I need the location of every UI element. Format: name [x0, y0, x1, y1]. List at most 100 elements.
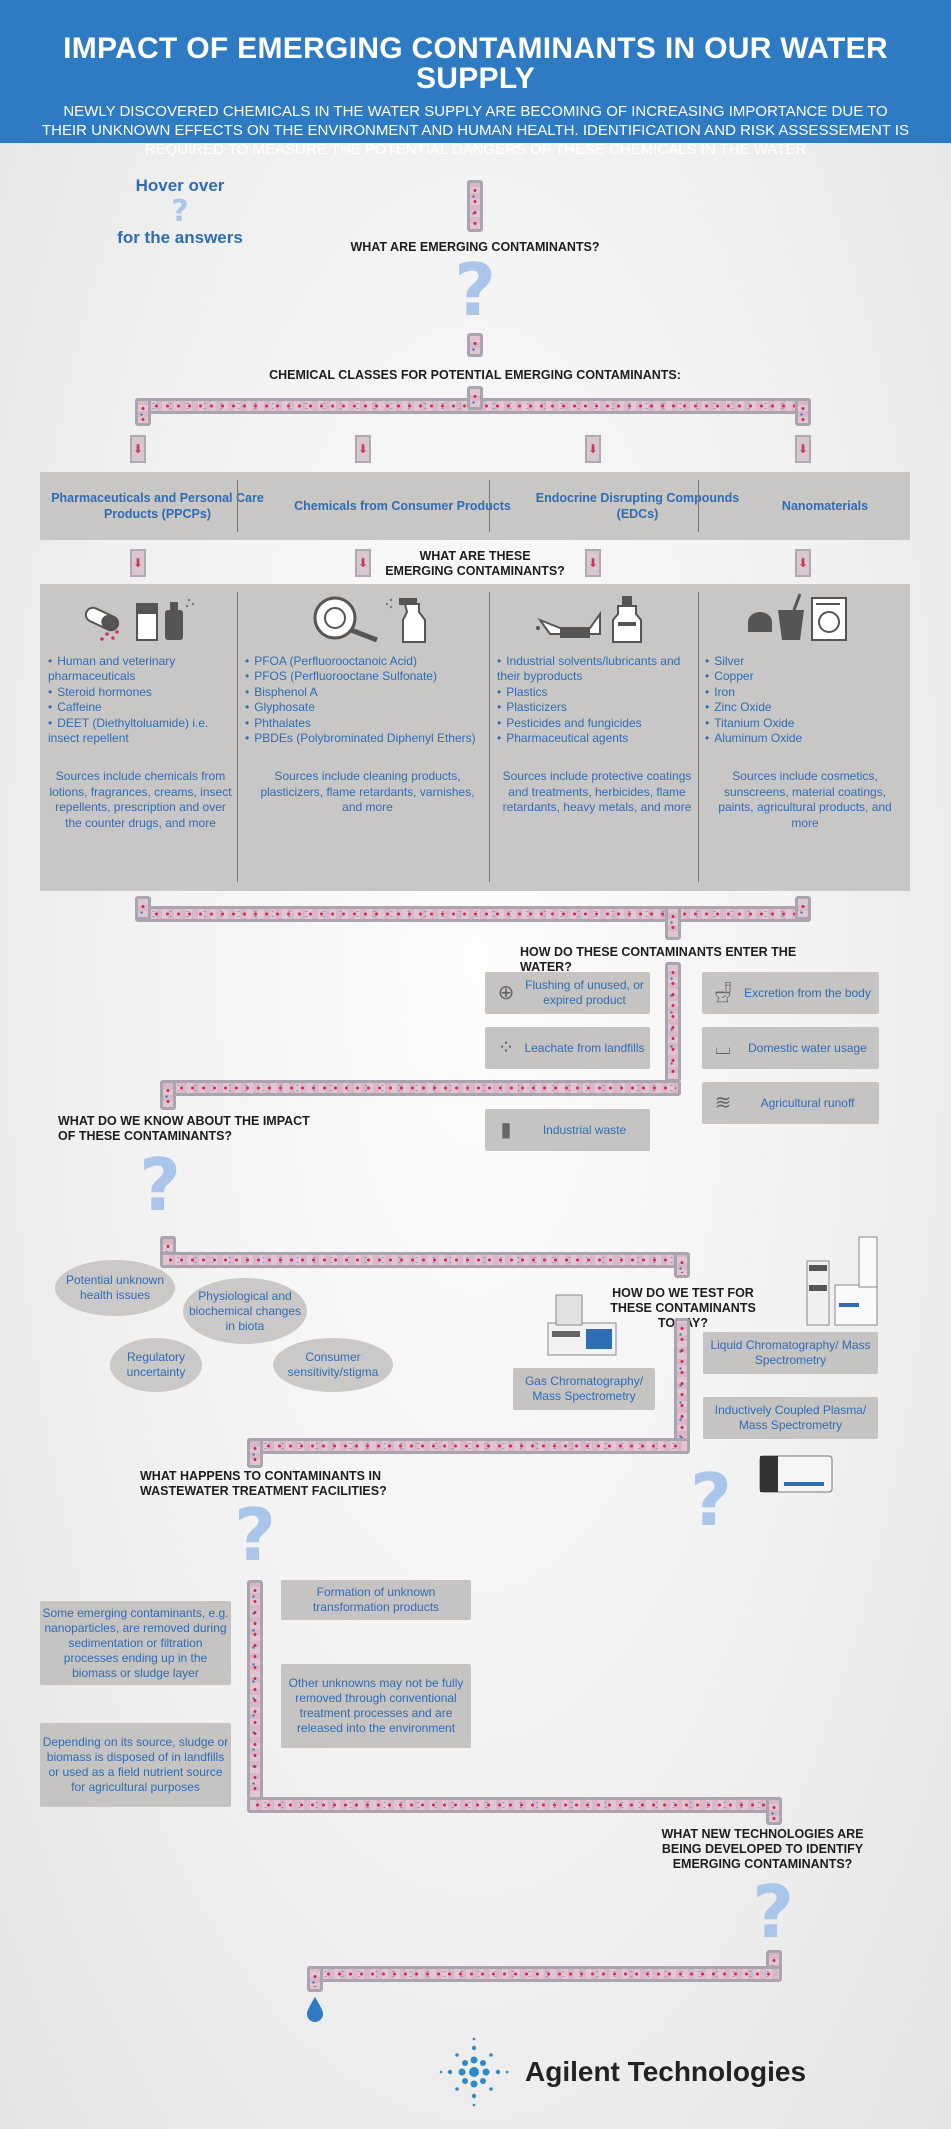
test-icpms[interactable]: Inductively Coupled Plasma/ Mass Spectro…: [703, 1397, 878, 1439]
category-consumer-products[interactable]: Chemicals from Consumer Products: [294, 499, 511, 513]
nanomaterials-list: Silver Copper Iron Zinc Oxide Titanium O…: [705, 654, 905, 746]
edcs-list: Industrial solvents/lubricants and their…: [497, 654, 692, 746]
flow-arrow-icon: ⬇: [585, 435, 601, 463]
list-item: Human and veterinary pharmaceuticals: [48, 654, 233, 685]
list-item: PFOS (Perfluorooctane Sulfonate): [245, 669, 485, 684]
route-agricultural[interactable]: ≋ Agricultural runoff: [702, 1082, 879, 1124]
header-banner: IMPACT OF EMERGING CONTAMINANTS IN OUR W…: [0, 0, 951, 158]
pipe-segment: [160, 1252, 690, 1268]
flow-arrow-icon: ⬇: [355, 435, 371, 463]
wastewater-formation[interactable]: Formation of unknown transformation prod…: [281, 1580, 471, 1620]
list-item: Glyphosate: [245, 700, 485, 715]
divider: [489, 592, 490, 882]
test-gcms[interactable]: Gas Chromatography/ Mass Spectrometry: [513, 1368, 655, 1410]
pipe-segment: [665, 962, 681, 1082]
list-item: Iron: [705, 685, 905, 700]
list-item: Industrial solvents/lubricants and their…: [497, 654, 692, 685]
question-what-are-these: WHAT ARE THESE EMERGING CONTAMINANTS?: [385, 549, 565, 578]
icp-ms-instrument-icon: [756, 1452, 836, 1498]
question-wastewater: WHAT HAPPENS TO CONTAMINANTS IN WASTEWAT…: [140, 1469, 387, 1498]
list-item: Copper: [705, 669, 905, 684]
consumer-products-sources: Sources include cleaning products, plast…: [260, 769, 475, 814]
list-item: PFOA (Perfluorooctanoic Acid): [245, 654, 485, 669]
route-domestic[interactable]: ⌴ Domestic water usage: [702, 1027, 879, 1069]
route-label: Excretion from the body: [744, 985, 871, 1000]
divider: [698, 480, 699, 532]
route-label: Industrial waste: [542, 1122, 627, 1137]
category-nanomaterials[interactable]: Nanomaterials: [781, 499, 869, 513]
toilet-icon: 🚽︎: [710, 981, 736, 1004]
question-new-tech: WHAT NEW TECHNOLOGIES ARE BEING DEVELOPE…: [661, 1827, 864, 1871]
flow-arrow-icon: ⬇: [355, 549, 371, 577]
list-item: PBDEs (Polybrominated Diphenyl Ethers): [245, 731, 485, 746]
route-flushing[interactable]: ⊕ Flushing of unused, or expired product: [485, 972, 650, 1014]
pipe-merge-horizontal: [135, 906, 811, 922]
question-what-are: WHAT ARE EMERGING CONTAMINANTS?: [350, 240, 600, 254]
impact-regulatory[interactable]: Regulatory uncertainty: [110, 1338, 202, 1392]
flow-arrow-icon: ⬇: [795, 549, 811, 577]
question-mark-icon[interactable]: ?: [234, 1493, 276, 1577]
globe-disposal-icon: ⊕: [497, 981, 515, 1004]
brand-name: Agilent Technologies: [525, 2056, 807, 2087]
barrel-icon: ▮: [500, 1118, 512, 1141]
wastewater-sludge[interactable]: Depending on its source, sludge or bioma…: [40, 1723, 231, 1807]
ppcps-sources: Sources include chemicals from lotions, …: [49, 769, 232, 830]
divider: [698, 592, 699, 882]
pipe-segment: [674, 1252, 690, 1278]
bathtub-icon: ⌴: [715, 1036, 731, 1059]
list-item: Plastics: [497, 685, 692, 700]
list-item: Steroid hormones: [48, 685, 233, 700]
category-edcs[interactable]: Endocrine Disrupting Compounds (EDCs): [535, 491, 740, 521]
question-enter-water: HOW DO THESE CONTAMINANTS ENTER THE WATE…: [520, 945, 797, 974]
flow-arrow-icon: ⬇: [795, 435, 811, 463]
impact-physiological[interactable]: Physiological and biochemical changes in…: [183, 1278, 307, 1344]
pipe-segment: [665, 906, 681, 940]
list-item: Aluminum Oxide: [705, 731, 905, 746]
category-header-panel: Pharmaceuticals and Personal Care Produc…: [40, 472, 910, 540]
agilent-spark-logo: [438, 2036, 510, 2108]
wastewater-nanoparticles[interactable]: Some emerging contaminants, e.g. nanopar…: [40, 1601, 231, 1685]
divider: [237, 480, 238, 532]
route-label: Domestic water usage: [748, 1040, 867, 1055]
flow-arrow-icon: ⬇: [585, 549, 601, 577]
route-leachate[interactable]: ⁘ Leachate from landfills: [485, 1027, 650, 1069]
route-label: Agricultural runoff: [760, 1095, 855, 1110]
impact-consumer[interactable]: Consumer sensitivity/stigma: [273, 1338, 393, 1392]
pipe-segment: [766, 1797, 782, 1825]
wastewater-other-unknowns[interactable]: Other unknowns may not be fully removed …: [281, 1664, 471, 1748]
question-mark-icon[interactable]: ?: [690, 1458, 732, 1542]
pipe-segment: [674, 1318, 690, 1446]
question-mark-icon[interactable]: ?: [752, 1870, 794, 1954]
question-mark-icon[interactable]: ?: [454, 248, 496, 332]
divider: [489, 480, 490, 532]
flow-arrow-icon: ⬇: [130, 435, 146, 463]
scatter-particles-icon: ⁘: [497, 1036, 515, 1059]
category-ppcps[interactable]: Pharmaceuticals and Personal Care Produc…: [51, 491, 264, 521]
impact-unknown-health[interactable]: Potential unknown health issues: [55, 1260, 175, 1316]
gc-ms-instrument-icon: [542, 1285, 622, 1365]
test-lcms[interactable]: Liquid Chromatography/ Mass Spectrometry: [703, 1332, 878, 1374]
pipe-segment: [135, 896, 151, 920]
list-item: Silver: [705, 654, 905, 669]
list-item: Bisphenol A: [245, 685, 485, 700]
list-item: Pharmaceutical agents: [497, 731, 692, 746]
question-mark-icon[interactable]: ?: [139, 1143, 181, 1227]
route-label: Flushing of unused, or expired product: [525, 978, 644, 1007]
pills-and-spray-icon: [75, 594, 215, 644]
cosmetics-cup-washer-icon: [740, 590, 860, 645]
divider: [237, 592, 238, 882]
route-label: Leachate from landfills: [524, 1040, 645, 1055]
route-industrial[interactable]: ▮ Industrial waste: [485, 1109, 650, 1151]
pipe-segment: [160, 1080, 176, 1110]
hover-hint-line2: for the answers: [117, 228, 243, 247]
hover-hint: Hover over ? for the answers: [110, 176, 250, 248]
ppcps-list: Human and veterinary pharmaceuticals Ste…: [48, 654, 233, 746]
pipe-segment: [247, 1580, 263, 1800]
page-subtitle: NEWLY DISCOVERED CHEMICALS IN THE WATER …: [41, 103, 910, 158]
route-excretion[interactable]: 🚽︎ Excretion from the body: [702, 972, 879, 1014]
list-item: Plasticizers: [497, 700, 692, 715]
pipe-segment: [467, 333, 483, 357]
nanomaterials-sources: Sources include cosmetics, sunscreens, m…: [718, 769, 892, 830]
list-item: Titanium Oxide: [705, 716, 905, 731]
pipe-segment: [795, 398, 811, 426]
